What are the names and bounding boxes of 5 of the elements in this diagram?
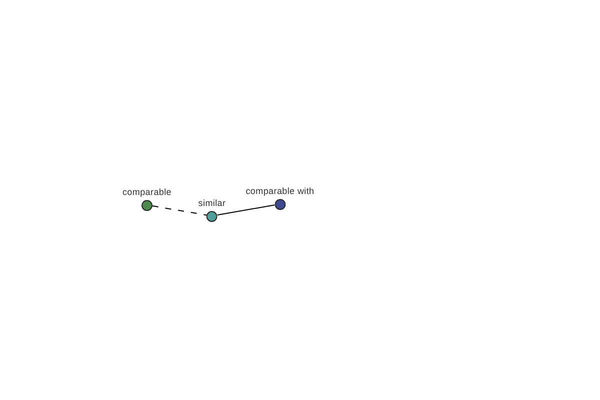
node-label: comparable with	[246, 186, 314, 196]
node-label: similar	[198, 198, 226, 208]
connector-line	[216, 204, 276, 216]
connector-line	[152, 205, 208, 216]
node-label: comparable	[122, 186, 172, 196]
